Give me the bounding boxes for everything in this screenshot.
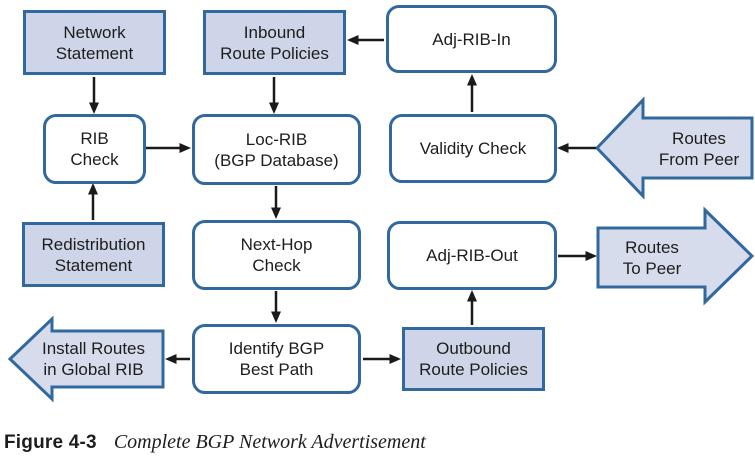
node-inbound-route-policies: Inbound Route Policies <box>203 10 346 75</box>
block-arrow-routes-from-peer <box>594 96 754 200</box>
node-validity-check: Validity Check <box>389 114 557 183</box>
node-identify-bgp-best-path: Identify BGP Best Path <box>192 324 361 394</box>
node-outbound-route-policies: Outbound Route Policies <box>402 327 545 391</box>
node-redistribution-statement: Redistribution Statement <box>22 222 165 287</box>
node-adj-rib-out: Adj-RIB-Out <box>387 221 557 290</box>
block-arrow-install-routes <box>7 315 165 403</box>
label-install-routes-in-global-rib: Install Routes in Global RIB <box>42 339 145 379</box>
node-adj-rib-in: Adj-RIB-In <box>386 5 557 73</box>
figure-label: Figure 4-3 <box>4 432 97 453</box>
node-rib-check: RIB Check <box>43 114 146 184</box>
label-routes-from-peer: Routes From Peer <box>658 128 740 169</box>
node-next-hop-check: Next-Hop Check <box>192 220 361 290</box>
block-arrow-routes-to-peer <box>596 206 755 306</box>
figure-title: Complete BGP Network Advertisement <box>113 431 426 453</box>
node-network-statement: Network Statement <box>23 10 166 75</box>
figure-caption: Figure 4-3 Complete BGP Network Advertis… <box>4 431 426 454</box>
label-routes-to-peer: Routes To Peer <box>622 237 682 278</box>
node-loc-rib: Loc-RIB (BGP Database) <box>192 114 361 185</box>
